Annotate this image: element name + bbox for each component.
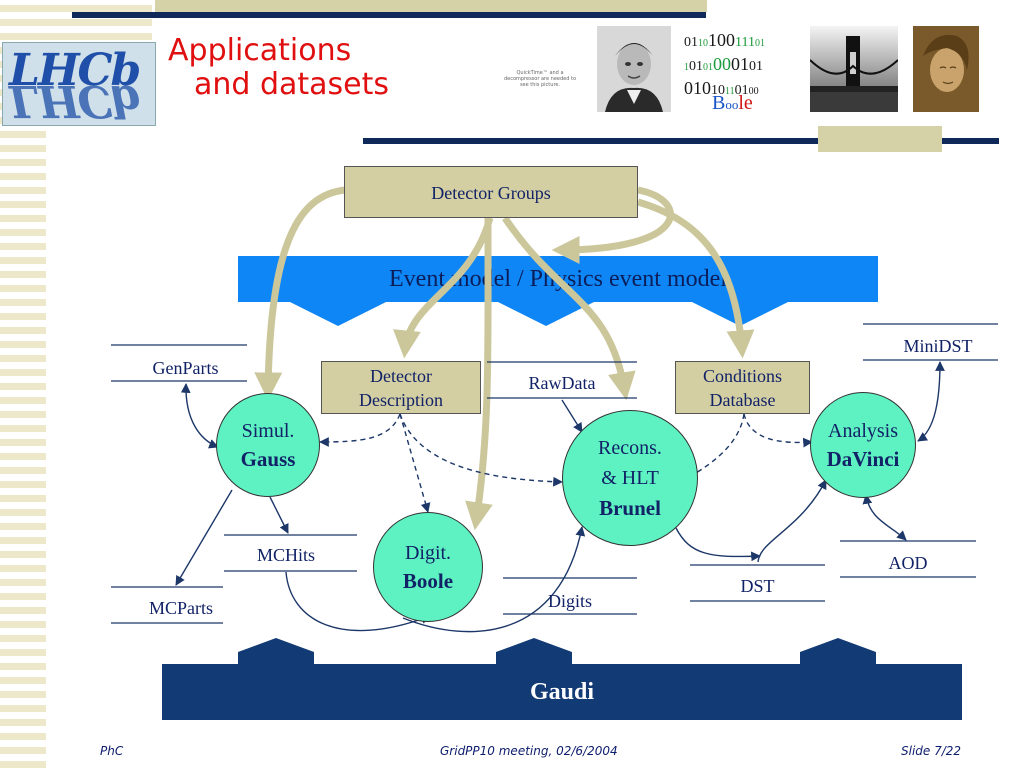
gauss-app-circle: Simul.Gauss <box>216 393 320 497</box>
gaudi-up-arrows <box>238 638 876 666</box>
binary-digits: 10 <box>711 83 725 98</box>
binary-digits: 00 <box>713 54 731 74</box>
dataset-rawdata: RawData <box>528 373 596 393</box>
navy-rule-top <box>72 12 706 18</box>
dataset-genparts: GenParts <box>152 358 219 378</box>
dataset-rules <box>111 323 998 624</box>
title-line-1: Applications <box>168 33 352 68</box>
navy-rule-right <box>363 138 999 144</box>
binary-digits: 111 <box>735 35 755 50</box>
binary-digits: 01 <box>703 62 713 73</box>
davinci-sketch-image <box>913 26 979 112</box>
tan-bar-top <box>155 0 707 12</box>
gaudi-framework-bar: Gaudi <box>162 664 962 720</box>
dataset-aod: AOD <box>888 553 928 573</box>
boole-logo-text: Boole <box>712 92 753 114</box>
footer-center: GridPP10 meeting, 02/6/2004 <box>440 744 618 758</box>
tan-block-right <box>818 126 942 152</box>
binary-digits: 01 <box>689 59 703 74</box>
footer-left: PhC <box>100 744 124 758</box>
dataset-minidst: MiniDST <box>903 336 973 356</box>
binary-digits: 1 <box>684 62 689 73</box>
slide-title: Applications and datasets <box>168 34 389 102</box>
binary-digits: 10 <box>698 38 708 49</box>
title-line-2: and datasets <box>194 67 390 102</box>
dataset-mchits: MCHits <box>256 545 316 565</box>
binary-row: 01010110100 <box>684 78 765 102</box>
dataset-digits: Digits <box>547 591 592 611</box>
dashed-arrows <box>319 413 813 513</box>
boole-app-circle: Digit.Boole <box>373 512 483 622</box>
binary-row: 10101000101 <box>684 54 765 78</box>
event-model-down-arrows <box>290 302 788 326</box>
binary-row: 011010011101 <box>684 30 765 54</box>
binary-digits: 100 <box>708 30 735 50</box>
gauss-portrait-image <box>597 26 671 112</box>
checker-strip-left <box>0 0 46 768</box>
binary-digits: 00 <box>748 86 759 97</box>
binary-digits: 01 <box>749 59 763 74</box>
lhcb-logo: LHCb LHCb <box>2 42 156 126</box>
binary-digits: 01 <box>731 54 749 74</box>
footer-right: Slide 7/22 <box>901 744 962 758</box>
bridge-photo-image <box>810 26 898 112</box>
dataflow-arrows <box>175 361 945 633</box>
binary-digits: 010 <box>684 78 711 98</box>
detector-groups-box: Detector Groups <box>344 166 638 218</box>
dataset-dst: DST <box>740 576 775 596</box>
quicktime-placeholder-note: QuickTime™ and a decompressor are needed… <box>503 70 577 88</box>
dataset-mcparts: MCParts <box>148 598 213 618</box>
binary-digits: 01 <box>754 38 765 49</box>
logo-text: LHCb <box>9 45 141 96</box>
binary-digits: 01 <box>734 83 749 98</box>
checker-strip-top <box>46 0 152 40</box>
binary-digits: 11 <box>725 86 735 97</box>
binary-digits: 01 <box>684 35 698 50</box>
